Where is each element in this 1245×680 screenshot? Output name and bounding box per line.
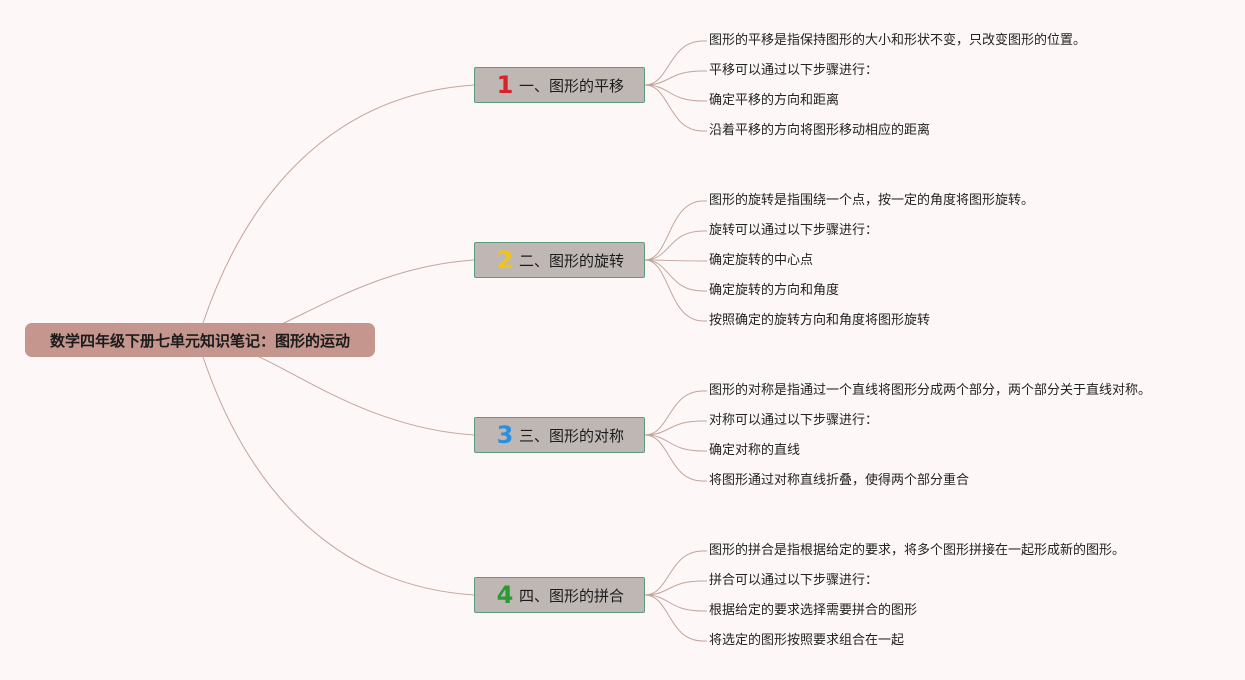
connector-line [644,40,704,86]
number-1-icon: 1 [496,71,514,99]
branch-label: 四、图形的拼合 [519,586,625,605]
branch-translation[interactable]: 1 一、图形的平移 [474,67,645,103]
connector-line [644,259,704,262]
branch-symmetry[interactable]: 3 三、图形的对称 [474,417,645,453]
connector-line [644,84,704,102]
leaf-topic[interactable]: 确定对称的直线 [709,443,801,458]
connector-line [644,70,704,86]
leaf-topic[interactable]: 旋转可以通过以下步骤进行： [709,223,879,238]
leaf-topic[interactable]: 确定旋转的中心点 [709,253,814,268]
number-3-icon: 3 [496,421,514,449]
leaf-topic[interactable]: 将图形通过对称直线折叠，使得两个部分重合 [709,473,970,488]
leaf-topic[interactable]: 沿着平移的方向将图形移动相应的距离 [709,123,931,138]
root-topic[interactable]: 数学四年级下册七单元知识笔记：图形的运动 [25,323,375,357]
connector-line [644,259,704,292]
branch-rotation[interactable]: 2 二、图形的旋转 [474,242,645,278]
leaf-topic[interactable]: 按照确定的旋转方向和角度将图形旋转 [709,313,931,328]
connector-line [644,434,704,452]
connector-line [644,390,704,436]
connector-line [644,580,704,596]
leaf-topic[interactable]: 对称可以通过以下步骤进行： [709,413,879,428]
leaf-topic[interactable]: 平移可以通过以下步骤进行： [709,63,879,78]
connector-line [644,594,704,612]
connector-line [644,434,704,482]
branch-label: 二、图形的旋转 [519,251,625,270]
leaf-topic[interactable]: 确定平移的方向和距离 [709,93,840,108]
connector-line [202,84,475,324]
connector-line [644,259,704,322]
connector-line [644,200,704,261]
connector-line [644,230,704,261]
leaf-topic[interactable]: 图形的旋转是指围绕一个点，按一定的角度将图形旋转。 [709,193,1035,208]
connector-line [644,550,704,596]
branch-label: 三、图形的对称 [519,426,625,445]
leaf-topic[interactable]: 图形的平移是指保持图形的大小和形状不变，只改变图形的位置。 [709,33,1087,48]
number-4-icon: 4 [496,581,514,609]
leaf-topic[interactable]: 拼合可以通过以下步骤进行： [709,573,879,588]
branch-combination[interactable]: 4 四、图形的拼合 [474,577,645,613]
leaf-topic[interactable]: 将选定的图形按照要求组合在一起 [709,633,905,648]
branch-label: 一、图形的平移 [519,76,625,95]
leaf-topic[interactable]: 图形的拼合是指根据给定的要求，将多个图形拼接在一起形成新的图形。 [709,543,1126,558]
connector-line [644,420,704,436]
leaf-topic[interactable]: 根据给定的要求选择需要拼合的图形 [709,603,918,618]
connector-line [644,594,704,642]
root-topic-label: 数学四年级下册七单元知识笔记：图形的运动 [49,331,350,350]
number-2-icon: 2 [496,246,514,274]
leaf-topic[interactable]: 确定旋转的方向和角度 [709,283,840,298]
connector-line [644,84,704,132]
leaf-topic[interactable]: 图形的对称是指通过一个直线将图形分成两个部分，两个部分关于直线对称。 [709,383,1152,398]
connector-line [202,356,475,596]
connector-line [202,346,475,436]
